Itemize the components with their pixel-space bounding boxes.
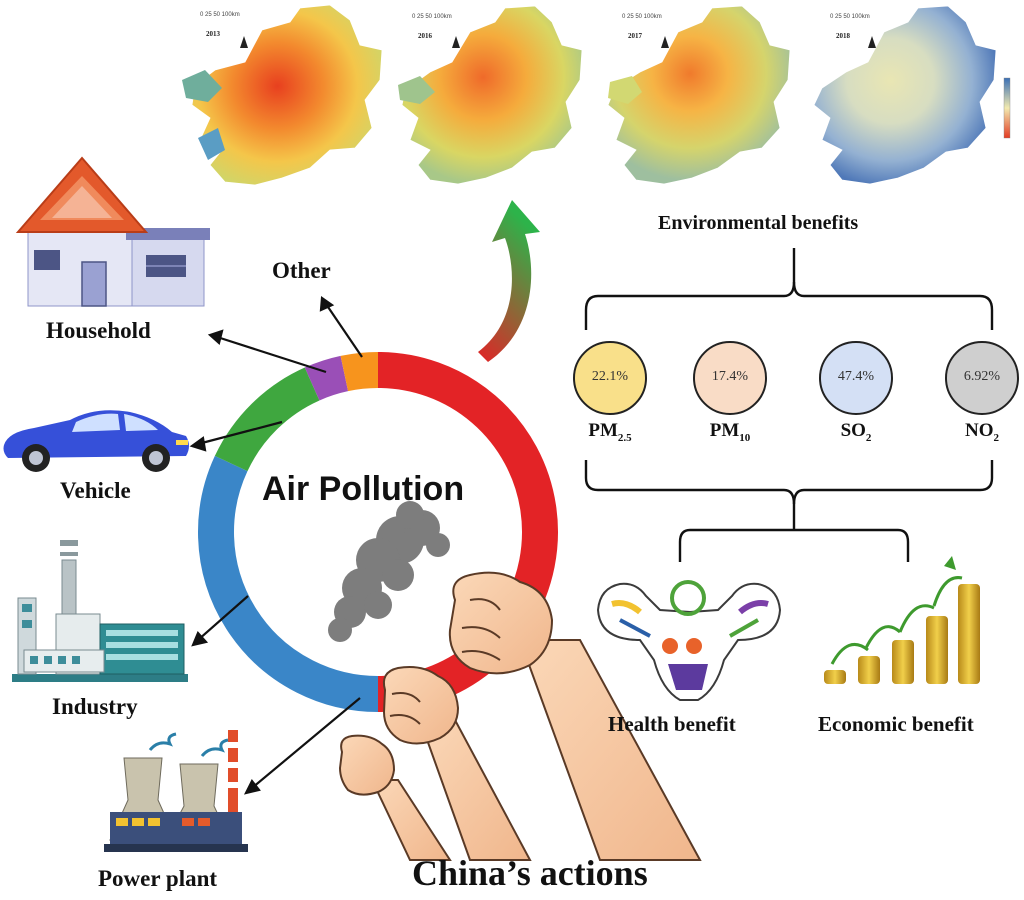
- pollutant-name: NO2: [927, 420, 1024, 444]
- pollutant-symbol: NO: [965, 420, 994, 441]
- ring-segment-industry: [198, 455, 379, 712]
- pollutant-reduction-value: 47.4%: [837, 369, 875, 384]
- pollutant-symbol: PM: [588, 420, 618, 441]
- ring-segment-household: [304, 355, 349, 401]
- pollution-map-2018: [813, 5, 1011, 185]
- pollutant-circle: [573, 341, 647, 415]
- north-arrows: [240, 36, 876, 48]
- map-year-2013: 2013: [206, 30, 220, 38]
- pollutant-symbol: PM: [709, 420, 740, 441]
- car-icon: [3, 410, 189, 472]
- center-title: Air Pollution: [262, 470, 465, 508]
- map-color-scale: [1003, 77, 1011, 139]
- source-arrows: [189, 296, 363, 795]
- pollutant-reduction-value: 6.92%: [963, 369, 1001, 384]
- house-icon: [15, 156, 210, 307]
- pollution-map-2016: [398, 5, 583, 185]
- map-scale-text: 0 25 50 100km: [412, 14, 452, 20]
- map-year-2017: 2017: [628, 32, 642, 40]
- label-industry: Industry: [52, 694, 138, 719]
- pollution-map-2013: [182, 4, 383, 186]
- pollutant-circle: [945, 341, 1019, 415]
- pollutant-symbol: SO: [840, 420, 866, 441]
- map-scale-text: 0 25 50 100km: [200, 12, 240, 18]
- label-health-benefit: Health benefit: [608, 712, 736, 736]
- pollutant-subscript: 2: [993, 431, 1000, 444]
- label-other: Other: [272, 258, 331, 283]
- pollutant-circles: [573, 341, 1019, 415]
- label-vehicle: Vehicle: [60, 478, 131, 503]
- smoke-cloud-icon: [328, 501, 450, 642]
- economic-coins-icon: [824, 556, 980, 684]
- pollutant-name: PM2.5: [555, 420, 665, 444]
- map-year-2018: 2018: [836, 32, 850, 40]
- label-household: Household: [46, 318, 151, 343]
- ring-segment-vehicle: [214, 367, 320, 472]
- label-economic-benefit: Economic benefit: [818, 712, 974, 736]
- power-plant-icon: [104, 730, 248, 852]
- pollutant-circle: [819, 341, 893, 415]
- ring-segment-other: [340, 352, 379, 392]
- benefit-brackets: [584, 248, 994, 562]
- map-scale-text: 0 25 50 100km: [622, 14, 662, 20]
- factory-icon: [12, 540, 188, 682]
- health-body-icon: [596, 580, 782, 701]
- pollutant-subscript: 2: [865, 431, 872, 444]
- map-year-2016: 2016: [418, 32, 432, 40]
- pollutant-name: PM10: [675, 420, 785, 444]
- pollutant-name: SO2: [801, 420, 911, 444]
- pollutant-subscript: 10: [739, 431, 751, 444]
- map-scale-text: 0 25 50 100km: [830, 14, 870, 20]
- pollution-map-2017: [607, 5, 791, 185]
- improvement-arrow: [478, 200, 540, 362]
- pollutant-subscript: 2.5: [617, 431, 632, 444]
- raised-fists-icon: [338, 571, 702, 861]
- pollutant-reduction-value: 22.1%: [591, 369, 629, 384]
- actions-title: China’s actions: [412, 853, 648, 893]
- pollutant-circle: [693, 341, 767, 415]
- pollutant-reduction-value: 17.4%: [711, 369, 749, 384]
- environmental-benefits-title: Environmental benefits: [658, 212, 859, 234]
- label-power-plant: Power plant: [98, 866, 218, 891]
